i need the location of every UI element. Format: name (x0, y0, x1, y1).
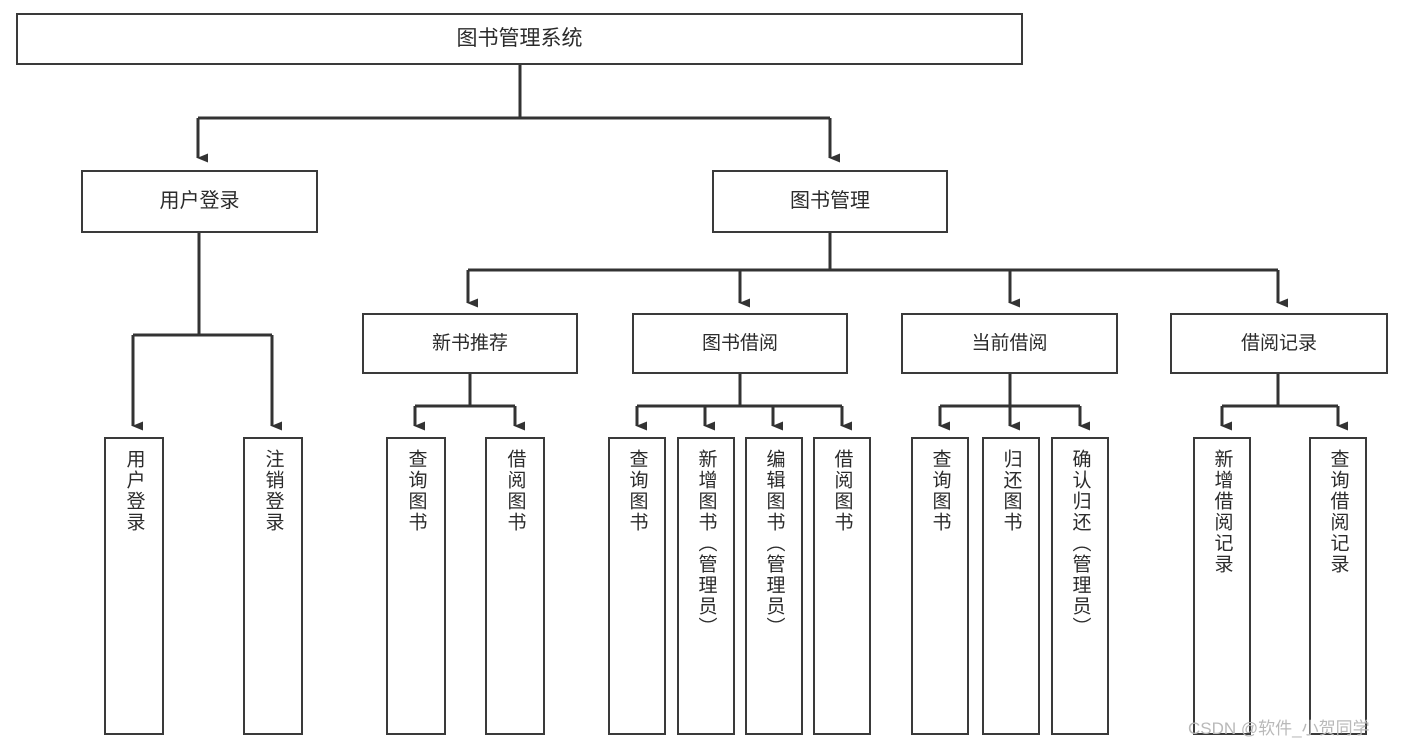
leaf-book-borrow-edit-book-admin[interactable]: 编辑图书（管理员） (745, 437, 803, 735)
node-label: 借阅图书 (504, 449, 526, 533)
node-book-borrow[interactable]: 图书借阅 (632, 313, 848, 374)
node-book-management[interactable]: 图书管理 (712, 170, 948, 233)
leaf-current-borrow-return-book[interactable]: 归还图书 (982, 437, 1040, 735)
node-book-management-system[interactable]: 图书管理系统 (16, 13, 1023, 65)
csdn-watermark: CSDN @软件_小贺同学 (1188, 719, 1370, 738)
leaf-borrow-record-query-record[interactable]: 查询借阅记录 (1309, 437, 1367, 735)
leaf-current-borrow-confirm-return-admin[interactable]: 确认归还（管理员） (1051, 437, 1109, 735)
leaf-user-login-login[interactable]: 用户登录 (104, 437, 164, 735)
node-label: 查询借阅记录 (1327, 449, 1349, 575)
node-label: 归还图书 (1000, 449, 1022, 533)
node-label: 借阅记录 (1240, 332, 1317, 354)
node-label: 用户登录 (159, 190, 240, 212)
leaf-book-borrow-query-book[interactable]: 查询图书 (608, 437, 666, 735)
node-label: 新增图书（管理员） (695, 449, 717, 638)
node-current-borrow[interactable]: 当前借阅 (901, 313, 1118, 374)
node-user-login[interactable]: 用户登录 (81, 170, 318, 233)
node-label: 新书推荐 (431, 332, 508, 354)
leaf-current-borrow-query-book[interactable]: 查询图书 (911, 437, 969, 735)
node-label: 新增借阅记录 (1211, 449, 1233, 575)
node-label: 编辑图书（管理员） (763, 449, 785, 638)
node-borrow-record[interactable]: 借阅记录 (1170, 313, 1388, 374)
leaf-user-login-logout[interactable]: 注销登录 (243, 437, 303, 735)
node-label: 查询图书 (405, 449, 427, 533)
node-label: 确认归还（管理员） (1069, 449, 1091, 638)
leaf-book-borrow-add-book-admin[interactable]: 新增图书（管理员） (677, 437, 735, 735)
leaf-new-book-query-book[interactable]: 查询图书 (386, 437, 446, 735)
node-label: 查询图书 (626, 449, 648, 533)
leaf-book-borrow-borrow-book[interactable]: 借阅图书 (813, 437, 871, 735)
node-label: 图书管理 (790, 190, 870, 212)
node-label: 用户登录 (123, 449, 145, 533)
node-label: 图书管理系统 (456, 26, 583, 50)
leaf-new-book-borrow-book[interactable]: 借阅图书 (485, 437, 545, 735)
node-new-book-recommend[interactable]: 新书推荐 (362, 313, 578, 374)
node-label: 图书借阅 (701, 332, 778, 354)
leaf-borrow-record-add-record[interactable]: 新增借阅记录 (1193, 437, 1251, 735)
node-label: 注销登录 (262, 449, 284, 533)
node-label: 当前借阅 (971, 332, 1048, 354)
node-label: 查询图书 (929, 449, 951, 533)
node-label: 借阅图书 (831, 449, 853, 533)
